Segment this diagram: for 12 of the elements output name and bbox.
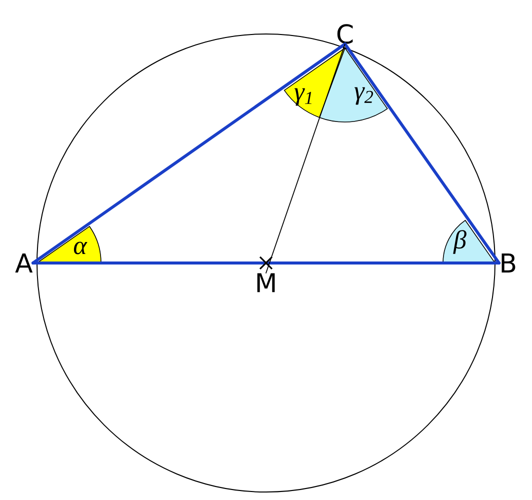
line (344, 42, 500, 264)
angle-label: γ$_{2}$ (354, 87, 374, 105)
angle-label: β (453, 230, 466, 254)
point-label: A (15, 254, 33, 272)
line (32, 42, 346, 264)
point-label: M (257, 273, 275, 292)
angle-label: γ$_{1}$ (294, 88, 312, 106)
line (32, 262, 500, 264)
point-label: B (502, 254, 516, 272)
line (266, 44, 346, 274)
angle-label: α (74, 242, 88, 254)
point-label: C (337, 24, 353, 44)
